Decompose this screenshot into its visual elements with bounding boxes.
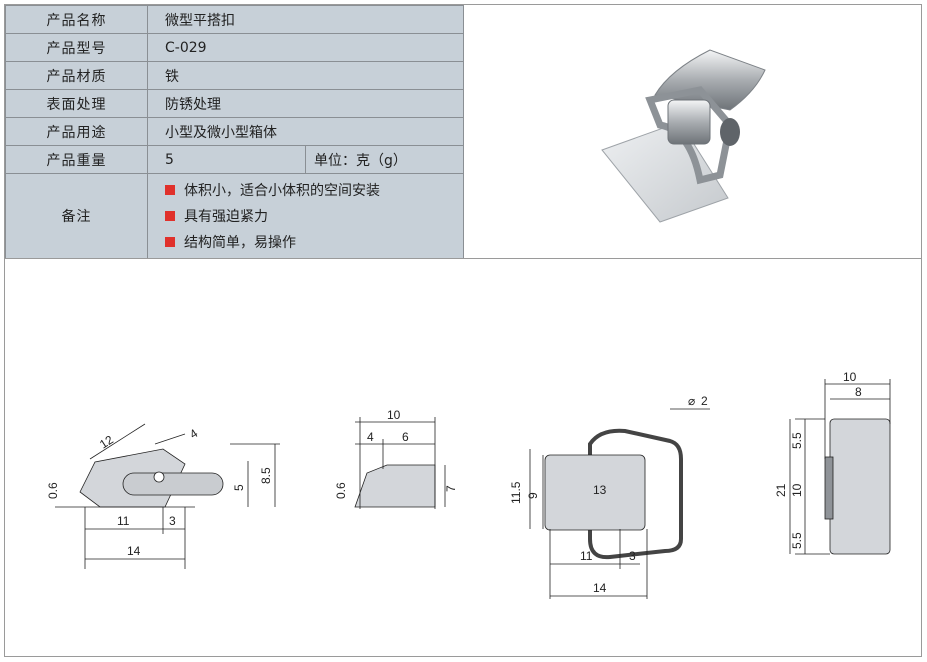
notes-row: 备注 体积小，适合小体积的空间安装 具有强迫紧力 结构简单，易操作 <box>5 173 464 259</box>
dim-label: 4 <box>367 430 374 444</box>
product-photo <box>601 49 766 223</box>
spec-row: 产品名称 微型平搭扣 <box>5 5 464 34</box>
plate-view-drawing <box>789 379 891 555</box>
spec-value: 小型及微小型箱体 <box>147 117 464 146</box>
dim-label: 3 <box>169 514 176 528</box>
dim-label: 8.5 <box>259 467 273 484</box>
spec-label: 产品型号 <box>5 33 148 62</box>
profile-view-drawing <box>354 417 446 509</box>
spec-row: 产品材质 铁 <box>5 61 464 90</box>
side-view-drawing <box>55 423 280 569</box>
dim-label: 11 <box>117 514 130 528</box>
spec-value: 铁 <box>147 61 464 90</box>
technical-drawings: 12 4 0.6 5 8.5 11 3 14 10 4 6 0.6 7 ⌀ 2 … <box>46 370 891 599</box>
spec-label: 产品材质 <box>5 61 148 90</box>
bullet-icon <box>165 237 175 247</box>
spec-label: 产品名称 <box>5 5 148 34</box>
spec-row: 产品用途 小型及微小型箱体 <box>5 117 464 146</box>
dim-label: 14 <box>593 581 607 595</box>
bullet-icon <box>165 211 175 221</box>
dim-label: 5 <box>232 484 246 491</box>
dim-label: 10 <box>790 483 804 497</box>
dim-label: 7 <box>444 485 458 492</box>
dim-label: 13 <box>593 483 607 497</box>
dim-label: 10 <box>387 408 401 422</box>
note-item: 具有强迫紧力 <box>165 203 463 229</box>
dim-label: 3 <box>629 549 636 563</box>
dim-label: 2 <box>701 394 708 408</box>
spec-value: C-029 <box>147 33 464 62</box>
bullet-icon <box>165 185 175 195</box>
spec-label: 产品重量 <box>5 145 148 174</box>
dim-label: 14 <box>127 544 141 558</box>
notes-cell: 体积小，适合小体积的空间安装 具有强迫紧力 结构简单，易操作 <box>147 173 464 259</box>
dim-label: 11 <box>580 549 593 563</box>
spec-value: 防锈处理 <box>147 89 464 118</box>
dim-label: 5.5 <box>790 432 804 449</box>
dim-label: 0.6 <box>46 482 60 499</box>
spec-row: 产品型号 C-029 <box>5 33 464 62</box>
front-view-drawing <box>529 408 710 599</box>
spec-value: 5 <box>147 145 306 174</box>
spec-unit: 单位：克（g） <box>305 145 464 174</box>
notes-label: 备注 <box>5 173 148 259</box>
dim-label: 5.5 <box>790 532 804 549</box>
dim-label: 21 <box>774 483 788 497</box>
dim-label: 9 <box>526 492 540 499</box>
dim-label: 10 <box>843 370 857 384</box>
note-item: 体积小，适合小体积的空间安装 <box>165 177 463 203</box>
note-item: 结构简单，易操作 <box>165 229 463 255</box>
dim-label: 11.5 <box>509 481 523 504</box>
spec-row: 产品重量 5 单位：克（g） <box>5 145 464 174</box>
dim-label: 8 <box>855 385 862 399</box>
dim-label: 0.6 <box>334 482 348 499</box>
dim-label: 12 <box>97 432 116 451</box>
note-text: 具有强迫紧力 <box>184 209 268 225</box>
spec-row: 表面处理 防锈处理 <box>5 89 464 118</box>
note-text: 体积小，适合小体积的空间安装 <box>184 183 380 199</box>
spec-label: 产品用途 <box>5 117 148 146</box>
dim-label: 4 <box>187 426 200 442</box>
section-divider <box>5 258 922 259</box>
note-text: 结构简单，易操作 <box>184 235 296 251</box>
spec-value: 微型平搭扣 <box>147 5 464 34</box>
dim-label: ⌀ <box>688 394 695 408</box>
dim-label: 6 <box>402 430 409 444</box>
product-sheet <box>4 4 922 657</box>
spec-table: 产品名称 微型平搭扣 产品型号 C-029 产品材质 铁 表面处理 防锈处理 产… <box>5 5 464 259</box>
spec-label: 表面处理 <box>5 89 148 118</box>
